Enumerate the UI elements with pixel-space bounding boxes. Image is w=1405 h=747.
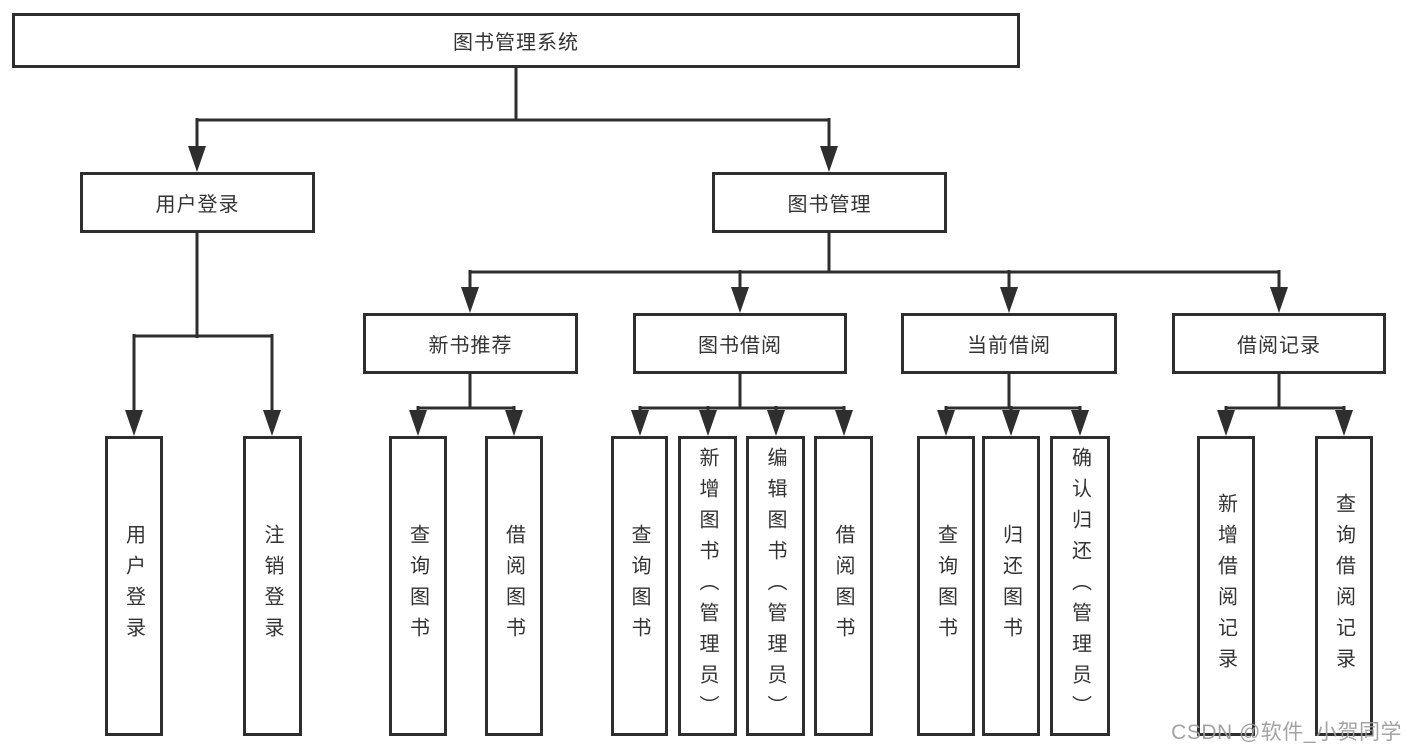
leaf-borrow-books-recommend: 借阅图书: [485, 436, 543, 736]
arrowhead: [461, 287, 479, 313]
arrowhead: [767, 410, 785, 436]
connector-borrow-records-to-leaves: [1217, 373, 1353, 436]
arrowhead: [731, 287, 749, 313]
node-book-management-label: 图书管理: [787, 194, 872, 216]
leaf-query-books-borrow-label: 查询图书: [628, 524, 650, 648]
leaf-borrow-books: 借阅图书: [814, 436, 873, 736]
arrowhead: [188, 146, 206, 172]
node-new-book-recommend: 新书推荐: [363, 313, 578, 374]
node-borrow-records: 借阅记录: [1172, 313, 1386, 374]
leaf-logout: 注销登录: [243, 436, 302, 736]
leaf-borrow-books-recommend-label: 借阅图书: [502, 524, 525, 648]
arrowhead: [820, 146, 838, 172]
arrowhead: [125, 410, 143, 436]
arrowhead: [409, 410, 427, 436]
node-book-borrow: 图书借阅: [633, 313, 847, 374]
connector-new-book-recommend-to-leaves: [409, 373, 523, 436]
node-book-borrow-label: 图书借阅: [698, 335, 782, 357]
connector-current-borrow-to-leaves: [937, 373, 1089, 436]
leaf-user-login-label: 用户登录: [122, 524, 145, 648]
node-root: 图书管理系统: [12, 13, 1020, 68]
node-book-management: 图书管理: [712, 172, 947, 233]
leaf-confirm-return-admin: 确认归还（管理员）: [1050, 436, 1110, 736]
leaf-query-books-borrow: 查询图书: [611, 436, 668, 736]
leaf-confirm-return-admin-label: 确认归还（管理员）: [1068, 446, 1091, 726]
node-current-borrow: 当前借阅: [901, 313, 1117, 374]
node-borrow-records-label: 借阅记录: [1237, 335, 1321, 357]
arrowhead: [1335, 410, 1353, 436]
leaf-add-borrow-record: 新增借阅记录: [1197, 436, 1255, 736]
connector-user-login-to-leaves: [125, 233, 281, 436]
leaf-add-borrow-record-label: 新增借阅记录: [1214, 493, 1237, 679]
leaf-return-books-label: 归还图书: [999, 524, 1022, 648]
leaf-user-login: 用户登录: [105, 436, 163, 736]
leaf-query-borrow-record: 查询借阅记录: [1315, 436, 1373, 736]
arrowhead: [1217, 410, 1235, 436]
node-root-label: 图书管理系统: [453, 32, 579, 54]
arrowhead: [1002, 410, 1020, 436]
connector-book-borrow-to-leaves: [631, 373, 853, 436]
leaf-query-borrow-record-label: 查询借阅记录: [1332, 493, 1355, 679]
leaf-return-books: 归还图书: [982, 436, 1040, 736]
leaf-logout-label: 注销登录: [261, 524, 283, 648]
arrowhead: [263, 410, 281, 436]
node-current-borrow-label: 当前借阅: [967, 335, 1051, 357]
arrowhead: [937, 410, 955, 436]
arrowhead: [631, 410, 649, 436]
arrowhead: [505, 410, 523, 436]
leaf-add-books-admin: 新增图书（管理员）: [678, 436, 737, 736]
leaf-edit-books-admin: 编辑图书（管理员）: [746, 436, 805, 736]
leaf-query-books-current-label: 查询图书: [934, 524, 957, 648]
leaf-query-books-current: 查询图书: [917, 436, 975, 736]
connector-root-to-level2: [188, 68, 838, 172]
arrowhead: [1071, 410, 1089, 436]
leaf-query-books-recommend: 查询图书: [389, 436, 447, 736]
arrowhead: [699, 410, 717, 436]
arrowhead: [835, 410, 853, 436]
connector-book-management-to-level3: [461, 233, 1288, 313]
leaf-edit-books-admin-label: 编辑图书（管理员）: [764, 446, 786, 726]
arrowhead: [1000, 287, 1018, 313]
node-user-login-label: 用户登录: [155, 194, 240, 216]
node-new-book-recommend-label: 新书推荐: [428, 335, 513, 357]
arrowhead: [1270, 287, 1288, 313]
node-user-login: 用户登录: [80, 172, 315, 233]
leaf-add-books-admin-label: 新增图书（管理员）: [696, 446, 718, 726]
leaf-query-books-recommend-label: 查询图书: [406, 524, 429, 648]
leaf-borrow-books-label: 借阅图书: [832, 524, 854, 648]
csdn-watermark: CSDN @软件_小贺同学: [1171, 721, 1402, 744]
